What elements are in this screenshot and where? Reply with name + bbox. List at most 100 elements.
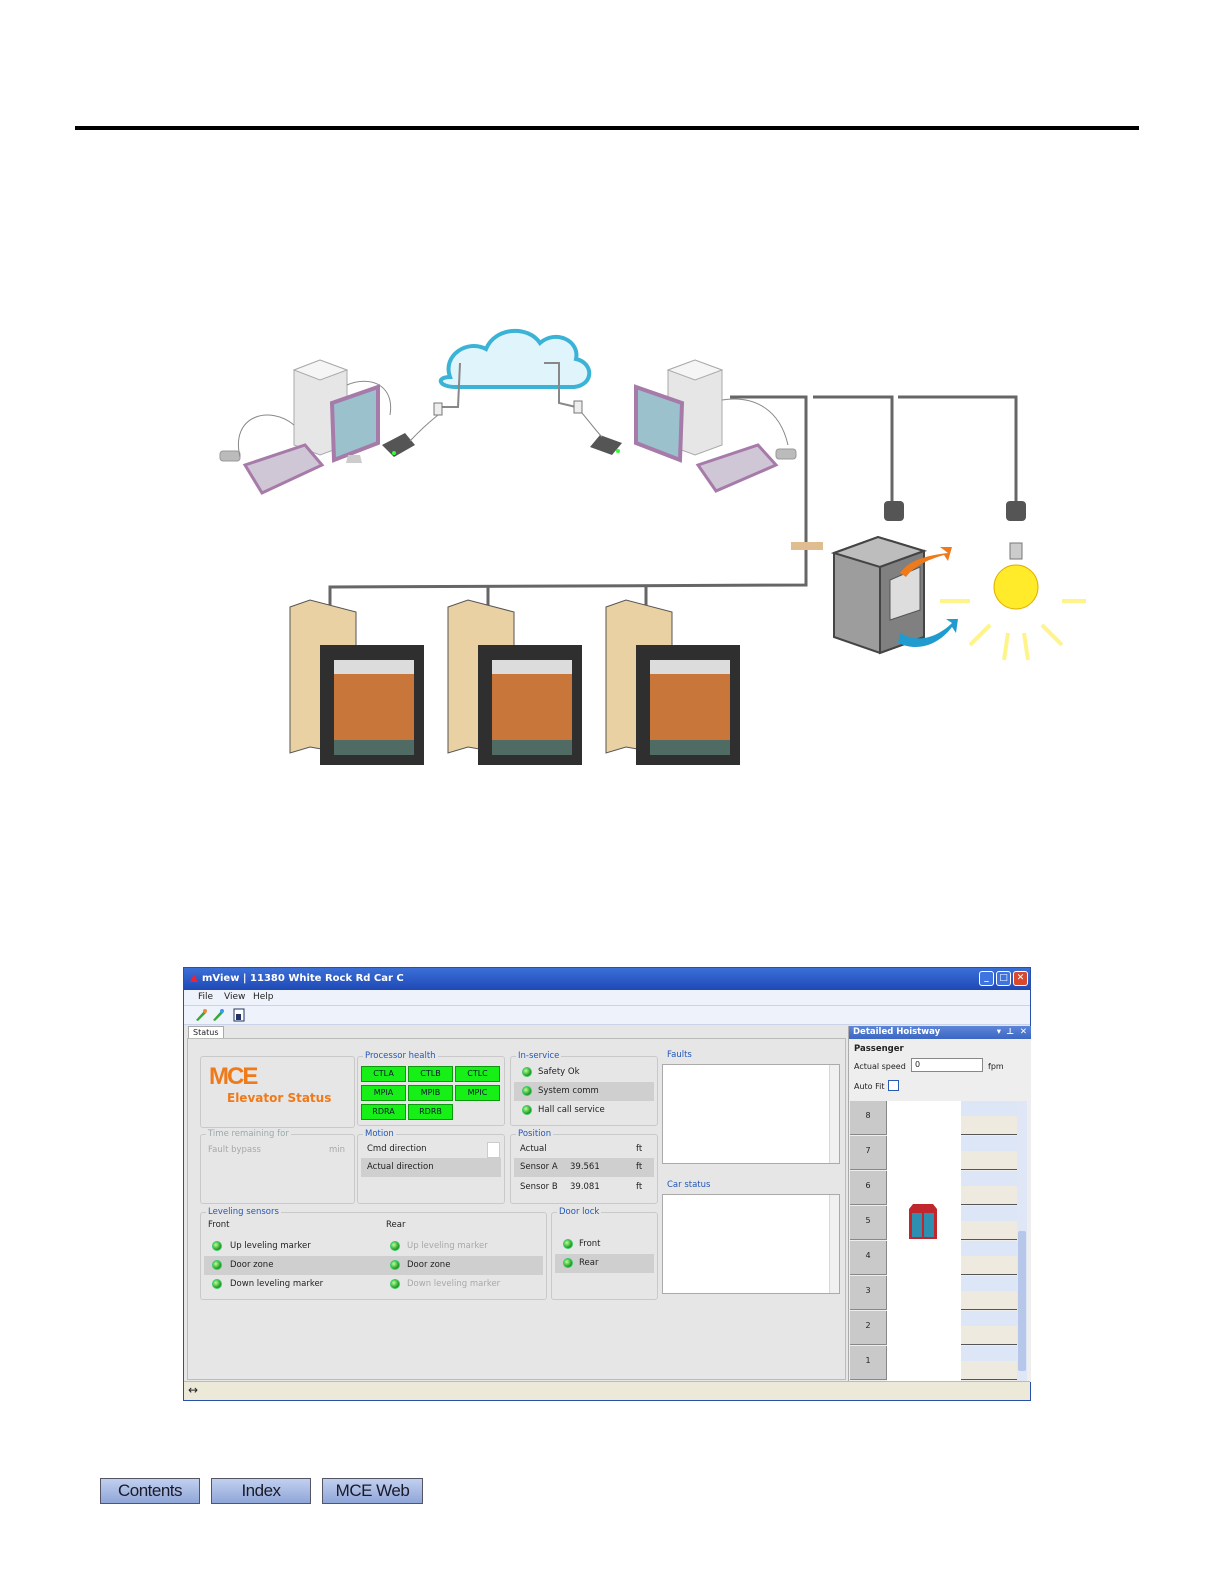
fault-bypass-label: Fault bypass [208,1145,261,1155]
rear-down-leveling-label: Down leveling marker [407,1279,501,1289]
floor-8-label: 8 [850,1101,887,1135]
cabinet-icon [830,535,958,655]
in-service-row: System comm [514,1082,654,1101]
in-service-title: In-service [516,1051,562,1061]
status-bar: ↔ [184,1381,1030,1400]
motion-title: Motion [363,1129,396,1139]
status-panel: MCE Elevator Status Processor health CTL… [187,1038,846,1380]
cmd-direction-label: Cmd direction [367,1144,427,1154]
front-down-leveling-label: Down leveling marker [230,1279,324,1289]
cmd-direction-row: Cmd direction [361,1140,501,1159]
hoistway-scroll-thumb[interactable] [1018,1231,1026,1371]
board-mpia: MPIA [361,1085,406,1101]
tab-status[interactable]: Status [188,1026,224,1038]
fault-bypass-group: Time remaining for Fault bypass min [200,1129,355,1204]
light-bulb-icon [940,542,1086,661]
contents-button[interactable]: Contents [100,1478,200,1504]
safety-ok-label: Safety Ok [538,1067,580,1077]
right-computer-icon [573,359,797,493]
hoistway-header: Detailed Hoistway ▾ ⊥ ✕ [849,1026,1031,1039]
floor-1-label: 1 [850,1346,887,1380]
actual-direction-row: Actual direction [361,1158,501,1177]
actual-speed-field[interactable]: 0 [911,1058,983,1072]
menu-file[interactable]: File [198,992,214,1002]
close-panel-icon[interactable]: ✕ [1019,1027,1027,1037]
rear-door-zone-led-icon [390,1260,400,1270]
minimize-button[interactable]: _ [979,971,994,986]
safety-ok-led-icon [522,1067,532,1077]
front-door-zone-label: Door zone [230,1260,274,1270]
hall-call-cell [961,1136,1017,1170]
dropdown-icon[interactable]: ▾ [996,1027,1001,1037]
board-rdra: RDRA [361,1104,406,1120]
door-lock-group: Door lock Front Rear [551,1207,658,1300]
detailed-hoistway-panel: Detailed Hoistway ▾ ⊥ ✕ Passenger Actual… [848,1026,1031,1382]
toolbar [184,1006,1030,1025]
close-button[interactable]: ✕ [1013,971,1028,986]
door-lock-title: Door lock [557,1207,602,1217]
menu-view[interactable]: View [224,992,246,1002]
logo-group: MCE Elevator Status [200,1056,355,1128]
auto-fit-label: Auto Fit [854,1082,885,1091]
car-status-title: Car status [665,1180,713,1190]
car-status-scrollbar[interactable] [829,1195,839,1293]
position-group: Position Actual ft Sensor A 39.561 ft Se… [510,1129,658,1204]
rear-door-lock-label: Rear [579,1258,599,1268]
position-row: Sensor B 39.081 ft [514,1178,654,1197]
net-cable-left [438,362,461,408]
position-actual-unit: ft [636,1144,643,1154]
mview-app-icon [190,974,198,982]
board-ctlc: CTLC [455,1066,500,1082]
leveling-row: Up leveling marker Up leveling marker [204,1237,543,1256]
menu-bar: File View Help [184,990,1030,1006]
car-status-list[interactable] [662,1194,840,1294]
position-row: Sensor A 39.561 ft [514,1158,654,1177]
maximize-button[interactable]: □ [996,971,1011,986]
position-actual-label: Actual [520,1144,547,1154]
actual-speed-label: Actual speed [854,1062,906,1071]
system-comm-led-icon [522,1086,532,1096]
disconnect-icon[interactable] [211,1008,225,1022]
index-button[interactable]: Index [211,1478,311,1504]
door-lock-row: Front [555,1235,654,1254]
hall-call-cell [961,1241,1017,1275]
fault-bypass-unit: min [329,1145,346,1155]
hoistway-title: Detailed Hoistway [853,1027,941,1037]
floor-7-label: 7 [850,1136,887,1170]
resize-arrow-icon[interactable]: ↔ [188,1383,199,1397]
hall-call-cell [961,1346,1017,1380]
menu-help[interactable]: Help [253,992,274,1002]
faults-scrollbar[interactable] [829,1065,839,1163]
sensor-a-label: Sensor A [520,1162,558,1172]
hall-call-cell [961,1276,1017,1310]
rear-door-zone-label: Door zone [407,1260,451,1270]
sensor-b-label: Sensor B [520,1182,558,1192]
floor-4-label: 4 [850,1241,887,1275]
board-rdrb: RDRB [408,1104,453,1120]
mce-logo: MCE [209,1063,258,1090]
faults-list[interactable] [662,1064,840,1164]
front-up-leveling-label: Up leveling marker [230,1241,311,1251]
rear-door-lock-led-icon [563,1258,573,1268]
front-down-leveling-led-icon [212,1279,222,1289]
board-mpic: MPIC [455,1085,500,1101]
sensor-b-unit: ft [636,1182,643,1192]
in-service-group: In-service Safety Ok System comm Hall ca… [510,1051,658,1126]
elevator-group-3 [605,599,740,765]
hoistway-view-icon[interactable] [232,1008,246,1022]
elevator-car-icon [909,1204,937,1239]
left-computer-icon [219,359,443,495]
tab-bar: Status [186,1026,846,1038]
actual-direction-label: Actual direction [367,1162,434,1172]
front-label: Front [208,1220,230,1230]
board-ctla: CTLA [361,1066,406,1082]
mce-web-button[interactable]: MCE Web [322,1478,423,1504]
connect-icon[interactable] [194,1008,208,1022]
hall-call-cell [961,1311,1017,1345]
hoistway-scrollbar[interactable] [1017,1101,1027,1382]
elevator-status-title: Elevator Status [227,1091,332,1105]
window-title: mView | 11380 White Rock Rd Car C [202,973,404,984]
auto-fit-checkbox[interactable] [888,1080,899,1091]
pin-icon[interactable]: ⊥ [1006,1027,1014,1037]
floor-3-label: 3 [850,1276,887,1310]
